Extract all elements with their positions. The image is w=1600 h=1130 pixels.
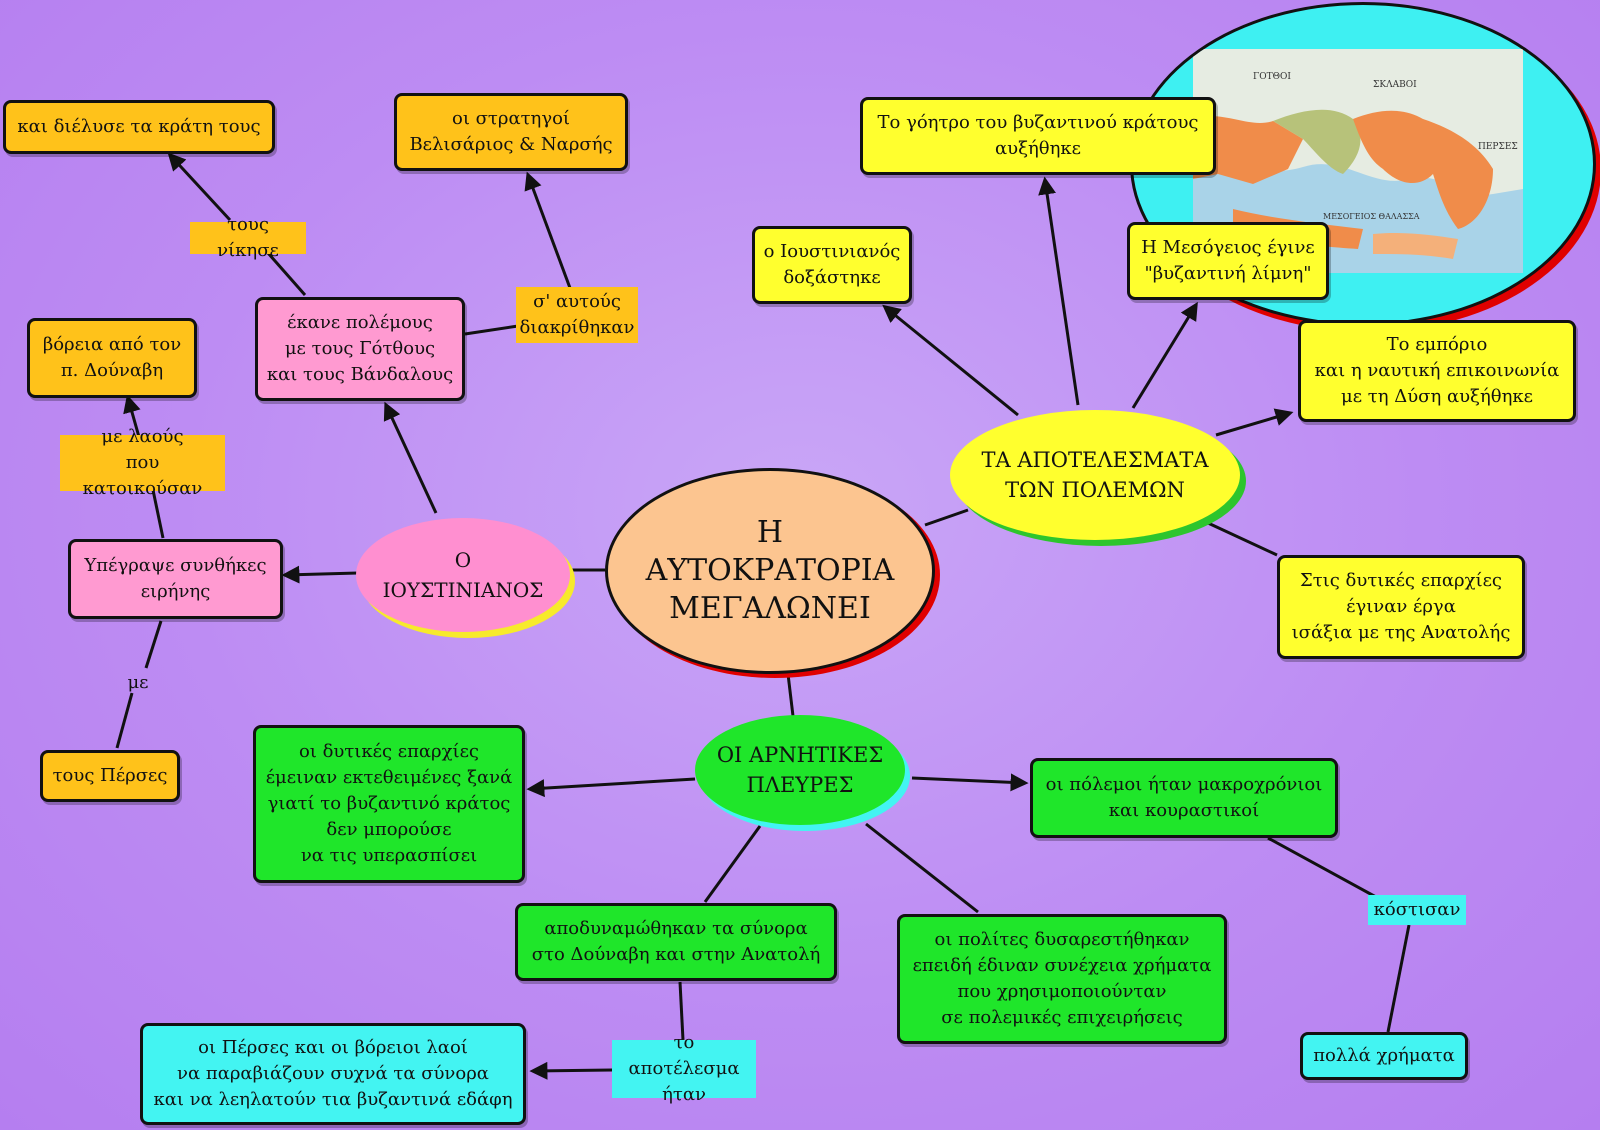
label-distinguished: σ' αυτούς διακρίθηκαν <box>516 287 638 343</box>
arrow-peoples-north <box>123 394 141 438</box>
long-wars-box: οι πόλεμοι ήταν μακροχρόνιοι και κουραστ… <box>1030 758 1338 838</box>
label-beat: τους νίκησε <box>190 214 306 261</box>
line-weakened-result <box>678 981 685 1041</box>
north-danube-text: βόρεια από τον π. Δούναβη <box>42 334 182 381</box>
generals-text: οι στρατηγοί Βελισάριος & Ναρσής <box>409 108 613 155</box>
glorified-text: ο Ιουστινιανός δοξάστηκε <box>763 241 901 288</box>
arrow-results-trade <box>1215 408 1294 437</box>
prestige-text: Το γόητρο του βυζαντινού κράτους αυξήθηκ… <box>877 112 1199 159</box>
works-box: Στις δυτικές επαρχίες έγιναν έργα ισάξια… <box>1277 555 1525 659</box>
raids-text: οι Πέρσες και οι βόρειοι λαοί να παραβιά… <box>153 1037 513 1110</box>
negatives-title: ΟΙ ΑΡΝΗΤΙΚΕΣ ΠΛΕΥΡΕΣ <box>716 743 884 797</box>
trade-text: Το εμπόριο και η ναυτική επικοινωνία με … <box>1314 334 1560 407</box>
arrow-results-glorified <box>882 304 1019 417</box>
arrow-results-mediterranean <box>1131 301 1198 409</box>
central-topic-title: Η ΑΥΤΟΚΡΑΤΟΡΙΑ ΜΕΓΑΛΩΝΕΙ <box>645 515 895 626</box>
wars-box: έκανε πολέμους με τους Γότθους και τους … <box>255 297 465 401</box>
label-result-text: το αποτέλεσμα ήταν <box>628 1032 740 1105</box>
line-treaties-peoples <box>151 489 165 539</box>
label-distinguished-text: σ' αυτούς διακρίθηκαν <box>519 291 635 338</box>
exposed-box: οι δυτικές επαρχίες έμειναν εκτεθειμένες… <box>253 725 525 883</box>
map-label-sea: ΜΕΣΟΓΕΙΟΣ ΘΑΛΑΣΣΑ <box>1323 212 1420 221</box>
line-center-results <box>924 508 969 527</box>
weakened-text: αποδυναμώθηκαν τα σύνορα στο Δούναβη και… <box>531 918 821 965</box>
north-danube-box: βόρεια από τον π. Δούναβη <box>27 318 197 398</box>
line-neg-weakened <box>703 825 762 903</box>
prestige-box: Το γόητρο του βυζαντινού κράτους αυξήθηκ… <box>860 97 1216 175</box>
long-wars-text: οι πόλεμοι ήταν μακροχρόνιοι και κουραστ… <box>1045 774 1323 821</box>
label-beat-text: τους νίκησε <box>217 214 279 261</box>
arrow-neg-exposed <box>526 777 696 798</box>
exposed-text: οι δυτικές επαρχίες έμειναν εκτεθειμένες… <box>265 741 513 866</box>
negatives-oval: ΟΙ ΑΡΝΗΤΙΚΕΣ ΠΛΕΥΡΕΣ <box>695 715 905 825</box>
label-with: με <box>118 670 158 696</box>
dissolved-text: και διέλυσε τα κράτη τους <box>17 116 261 137</box>
map-label-persians: ΠΕΡΣΕΣ <box>1478 142 1518 152</box>
wars-text: έκανε πολέμους με τους Γότθους και τους … <box>266 312 454 385</box>
map-label-goths: ΓΟΤΘΟΙ <box>1253 72 1291 82</box>
works-text: Στις δυτικές επαρχίες έγιναν έργα ισάξια… <box>1291 570 1511 643</box>
arrow-ioust-wars <box>383 401 438 514</box>
trade-box: Το εμπόριο και η ναυτική επικοινωνία με … <box>1298 320 1576 422</box>
label-result: το αποτέλεσμα ήταν <box>612 1032 756 1105</box>
map-label-slavs: ΣΚΛΑΒΟΙ <box>1373 80 1417 90</box>
line-with-persians <box>115 692 134 749</box>
mediterranean-box: Η Μεσόγειος έγινε "βυζαντινή λίμνη" <box>1127 222 1329 300</box>
citizens-text: οι πολίτες δυσαρεστήθηκαν επειδή έδιναν … <box>912 929 1212 1028</box>
results-title: ΤΑ ΑΠΟΤΕΛΕΣΜΑΤΑ ΤΩΝ ΠΟΛΕΜΩΝ <box>981 448 1209 502</box>
line-wars-distinguished <box>464 324 519 336</box>
much-money-box: πολλά χρήματα <box>1300 1032 1468 1080</box>
label-cost-text: κόστισαν <box>1373 899 1461 920</box>
citizens-box: οι πολίτες δυσαρεστήθηκαν επειδή έδιναν … <box>897 914 1227 1044</box>
line-center-negatives <box>786 673 795 717</box>
arrow-neg-longwars <box>911 773 1029 792</box>
label-with-text: με <box>127 672 149 693</box>
generals-box: οι στρατηγοί Βελισάριος & Ναρσής <box>394 93 628 171</box>
empire-map: ΓΟΤΘΟΙ ΣΚΛΑΒΟΙ ΠΕΡΣΕΣ ΜΕΣΟΓΕΙΟΣ ΘΑΛΑΣΣΑ <box>1193 49 1523 273</box>
line-treaties-with <box>144 620 163 669</box>
mediterranean-text: Η Μεσόγειος έγινε "βυζαντινή λίμνη" <box>1141 237 1315 284</box>
results-oval: ΤΑ ΑΠΟΤΕΛΕΣΜΑΤΑ ΤΩΝ ΠΟΛΕΜΩΝ <box>950 410 1240 540</box>
arrow-ioust-treaties <box>281 565 359 584</box>
line-wars-beat <box>266 252 307 296</box>
weakened-box: αποδυναμώθηκαν τα σύνορα στο Δούναβη και… <box>515 903 837 981</box>
line-neg-citizens <box>865 822 979 914</box>
label-peoples: με λαούς που κατοικούσαν <box>60 426 225 499</box>
much-money-text: πολλά χρήματα <box>1313 1045 1455 1066</box>
persians-text: τους Πέρσες <box>52 765 168 786</box>
persians-box: τους Πέρσες <box>40 750 180 802</box>
ioustinianos-title: Ο ΙΟΥΣΤΙΝΙΑΝΟΣ <box>382 548 544 602</box>
arrow-distinguished-generals <box>524 171 572 289</box>
treaties-box: Υπέγραψε συνθήκες ειρήνης <box>68 539 283 619</box>
treaties-text: Υπέγραψε συνθήκες ειρήνης <box>84 555 267 602</box>
arrow-beat-dissolved <box>167 152 232 222</box>
arrow-results-prestige <box>1038 176 1080 406</box>
line-results-works <box>1207 521 1278 557</box>
ioustinianos-oval: Ο ΙΟΥΣΤΙΝΙΑΝΟΣ <box>356 518 570 632</box>
arrow-result-raids <box>529 1061 613 1080</box>
central-topic-oval: Η ΑΥΤΟΚΡΑΤΟΡΙΑ ΜΕΓΑΛΩΝΕΙ <box>605 468 935 674</box>
line-cost-money <box>1386 924 1411 1033</box>
glorified-box: ο Ιουστινιανός δοξάστηκε <box>752 226 912 304</box>
line-longwars-cost <box>1267 836 1377 899</box>
label-cost: κόστισαν <box>1368 895 1466 925</box>
label-peoples-text: με λαούς που κατοικούσαν <box>82 426 203 499</box>
raids-box: οι Πέρσες και οι βόρειοι λαοί να παραβιά… <box>140 1023 526 1125</box>
dissolved-box: και διέλυσε τα κράτη τους <box>3 100 275 154</box>
